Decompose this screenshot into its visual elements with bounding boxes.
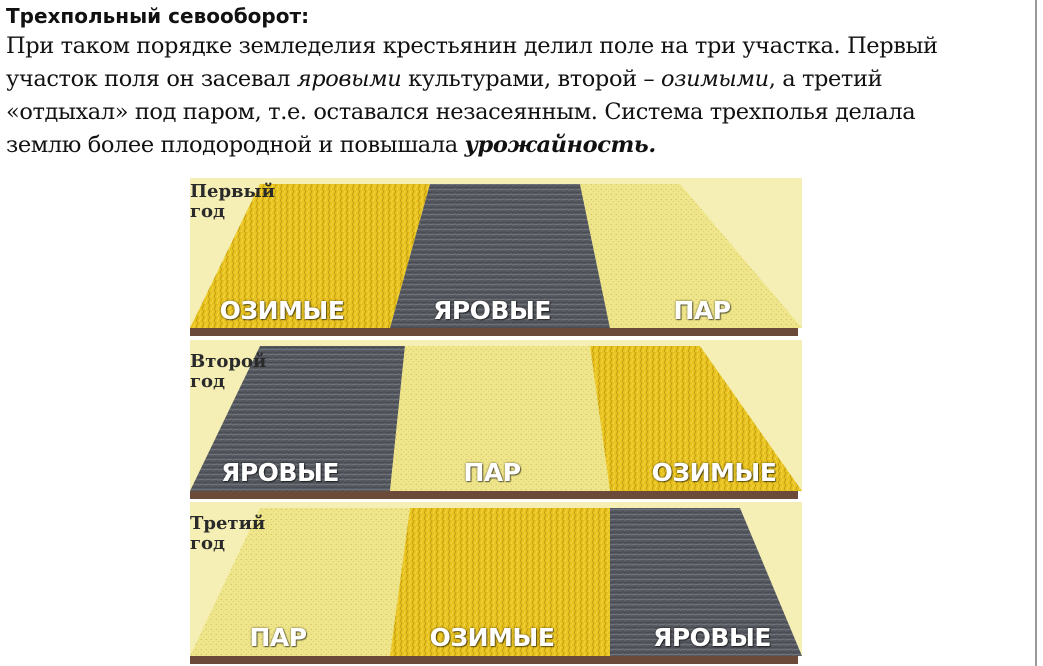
row-2-field-1 — [190, 346, 405, 491]
row-3-ground-line — [190, 656, 798, 664]
fields-drawing — [190, 178, 802, 664]
paragraph-line-2a: участок поля он засевал — [6, 66, 297, 92]
row-3-field-2 — [390, 508, 610, 656]
row-2-ground-line — [190, 491, 798, 499]
row3-field3-label: ЯРОВЫЕ — [653, 623, 771, 652]
row3-field2-label: ОЗИМЫЕ — [429, 623, 555, 652]
paragraph-line-2c: культурами, второй – — [401, 66, 662, 92]
row2-field1-label: ЯРОВЫЕ — [221, 458, 339, 487]
row1-field2-label: ЯРОВЫЕ — [433, 296, 551, 325]
row-2-field-2 — [390, 346, 610, 491]
paragraph-line-4a: землю более плодородной и повышала — [6, 132, 465, 158]
row-3-field-3 — [610, 508, 802, 656]
row-1-field-1 — [190, 184, 430, 328]
row-2-field-3 — [590, 346, 802, 491]
paragraph-line-3: «отдыхал» под паром, т.е. оставался неза… — [6, 99, 916, 125]
row-1-field-3 — [580, 184, 802, 328]
page-title: Трехпольный севооборот: — [6, 4, 310, 28]
row1-field1-label: ОЗИМЫЕ — [219, 296, 345, 325]
term-winter: озимыми — [661, 66, 769, 92]
paragraph-line-2e: , а третий — [768, 66, 883, 92]
paragraph-line-1: При таком порядке земледелия крестьянин … — [6, 33, 938, 59]
row2-field2-label: ПАР — [463, 458, 521, 487]
row2-field3-label: ОЗИМЫЕ — [651, 458, 777, 487]
row-1-ground-line — [190, 328, 798, 336]
row3-field1-label: ПАР — [249, 623, 307, 652]
row1-field3-label: ПАР — [673, 296, 731, 325]
row-3-field-1 — [190, 508, 410, 656]
term-spring: яровыми — [296, 66, 402, 92]
page-border — [1035, 0, 1037, 666]
text-block: Трехпольный севооборот: При таком порядк… — [6, 2, 1026, 162]
row-1-field-2 — [390, 184, 610, 328]
term-yield: урожайность. — [464, 132, 656, 158]
description-paragraph: При таком порядке земледелия крестьянин … — [6, 30, 1026, 162]
